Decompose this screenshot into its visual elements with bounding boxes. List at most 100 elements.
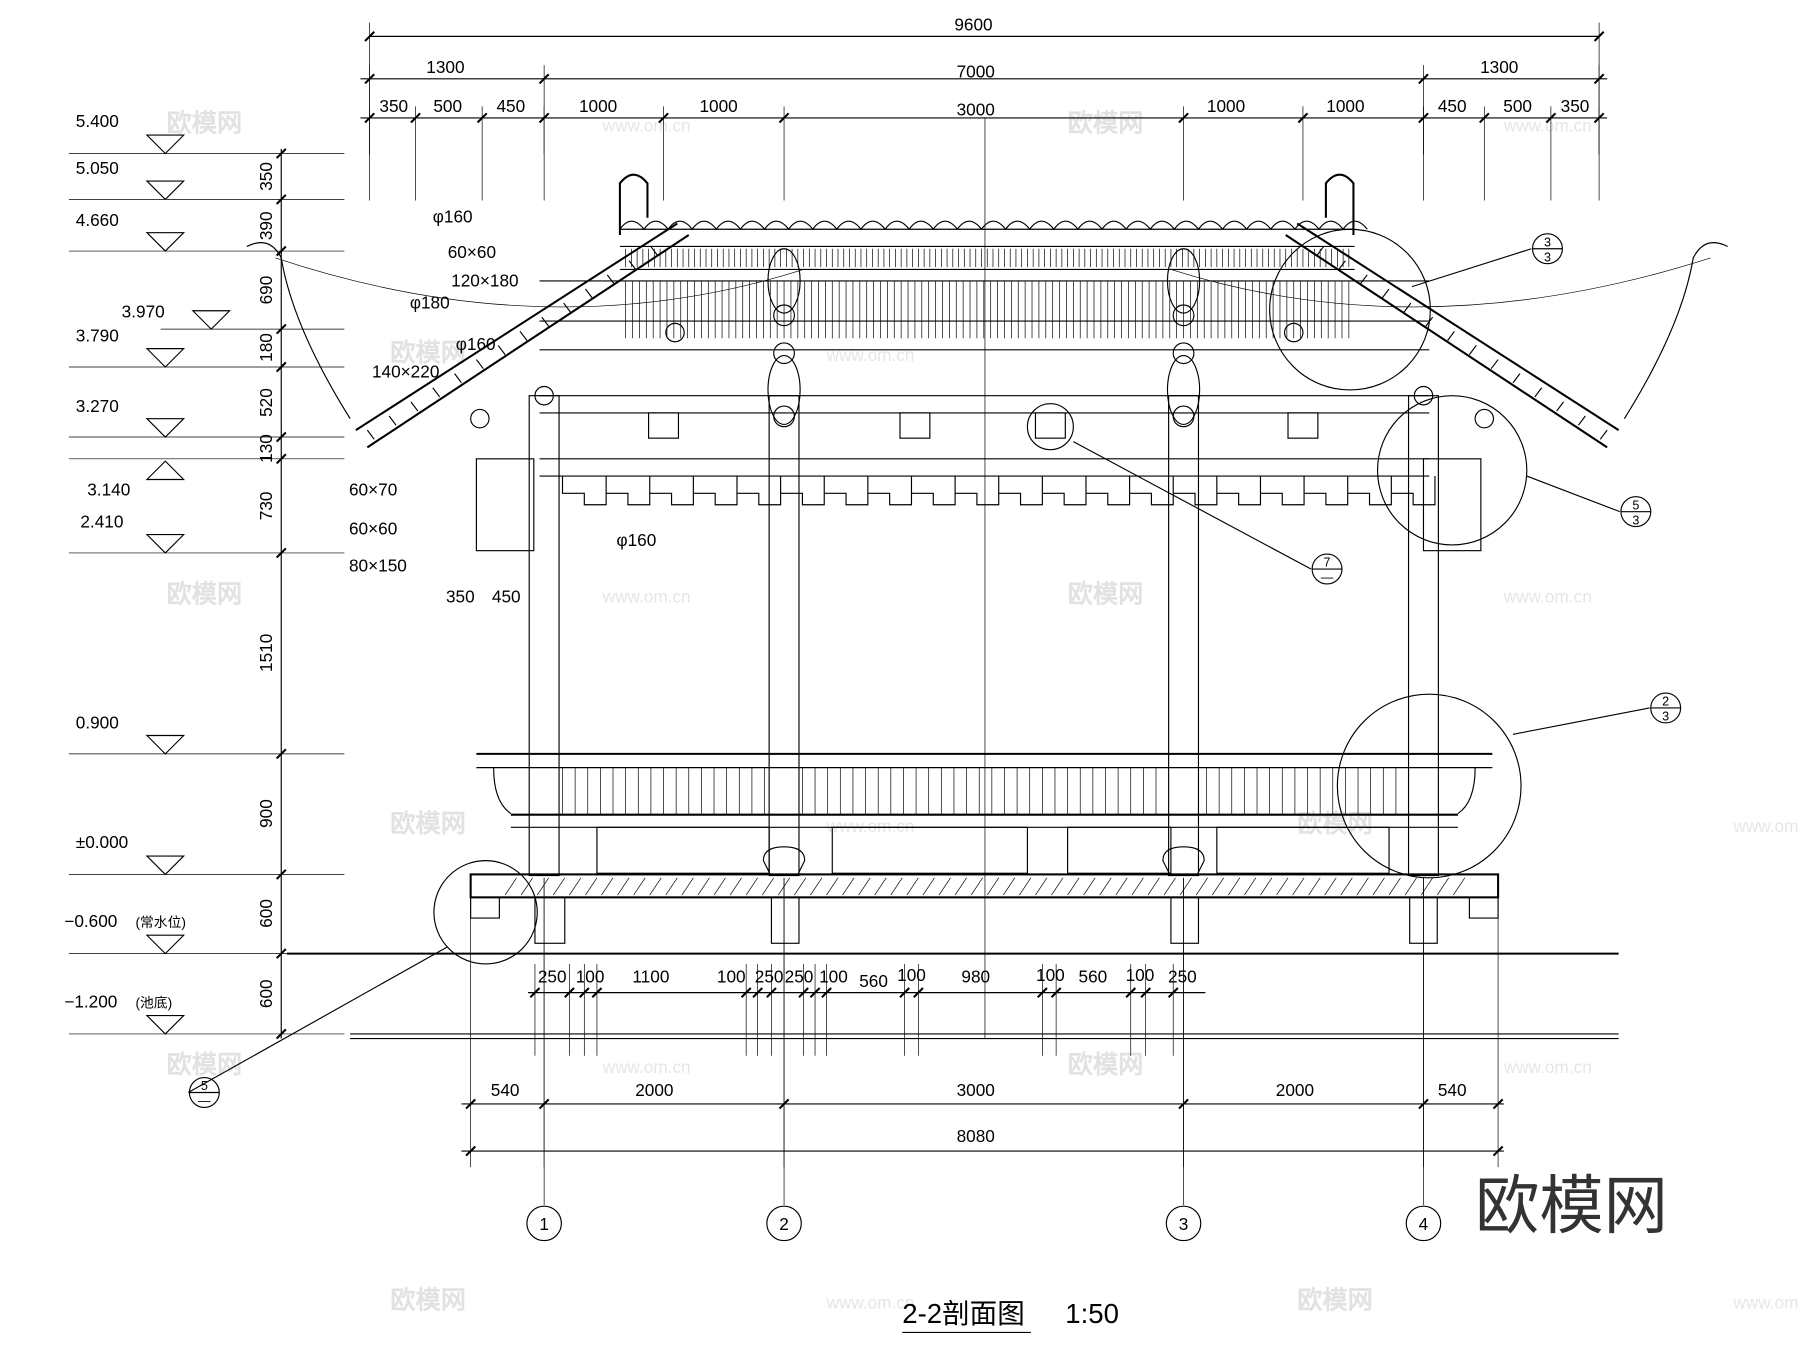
watermark-url: www.om.cn <box>602 1057 691 1077</box>
leader-line <box>1411 248 1532 288</box>
floor-slab <box>469 873 1500 899</box>
purlin-section <box>1283 322 1304 343</box>
dim-top: 1300 <box>1480 57 1518 77</box>
axis-bubble <box>1165 1205 1202 1242</box>
callout-sheet: 3 <box>1632 513 1639 527</box>
ridge <box>619 228 1355 270</box>
level-note: (常水位) <box>135 915 185 930</box>
level-label: 5.400 <box>76 111 119 131</box>
purlin-section <box>1172 405 1195 428</box>
watermark-text: 欧模网 <box>390 338 466 367</box>
member-label: 60×60 <box>448 242 496 262</box>
dim-bottom-overall: 8080 <box>957 1126 995 1146</box>
callout-number: 3 <box>1544 235 1551 249</box>
foundation-pier <box>1170 896 1200 944</box>
member-label: 350 <box>446 586 475 606</box>
dim-tick <box>1492 1145 1504 1157</box>
watermark-text: 欧模网 <box>1068 1050 1144 1079</box>
watermark-url: www.om.cn <box>1732 816 1800 836</box>
level-marker <box>145 348 186 368</box>
eave-corner-curve <box>246 242 1728 419</box>
member-label: 120×180 <box>451 271 518 291</box>
level-label: 2.410 <box>80 512 123 532</box>
dim-top: 500 <box>433 96 462 116</box>
level-marker <box>145 232 186 252</box>
dim-foundation: 100 <box>576 966 605 986</box>
dim-top: 7000 <box>957 62 995 82</box>
dim-top: 500 <box>1503 96 1532 116</box>
dim-top: 450 <box>1438 96 1467 116</box>
axis-label: 1 <box>539 1214 549 1234</box>
level-label: 3.270 <box>76 396 119 416</box>
dim-foundation: 250 <box>755 966 784 986</box>
vertical-dim: 690 <box>256 276 276 305</box>
purlin-section <box>534 385 554 406</box>
dim-bottom: 540 <box>491 1080 520 1100</box>
dim-top: 350 <box>1561 96 1590 116</box>
dim-top: 1300 <box>426 57 464 77</box>
axis-bubble <box>1405 1205 1442 1242</box>
dim-foundation: 560 <box>1079 966 1108 986</box>
level-marker <box>145 460 186 481</box>
dim-tick <box>275 547 287 559</box>
dim-foundation: 100 <box>1036 965 1065 985</box>
level-label: 0.900 <box>76 713 119 733</box>
lattice-frieze <box>561 476 1436 506</box>
level-label: ±0.000 <box>76 832 129 852</box>
watermark-text: 欧模网 <box>1297 809 1373 838</box>
axis-bubble <box>526 1205 562 1242</box>
vertical-dim: 600 <box>256 979 276 1008</box>
watermark-url: www.om.cn <box>1503 116 1592 136</box>
dim-foundation: 100 <box>819 966 848 986</box>
bracket-block <box>1166 248 1201 314</box>
eave-sweep <box>275 257 1711 308</box>
purlin-section <box>773 405 795 428</box>
column-base <box>1162 846 1205 875</box>
dim-foundation: 250 <box>785 966 814 986</box>
callout-sheet: 3 <box>1544 250 1551 264</box>
carved-bracket <box>475 458 535 552</box>
level-label: 3.970 <box>122 302 165 322</box>
watermark-text: 欧模网 <box>1068 579 1144 608</box>
drawing-scale: 1:50 <box>1065 1298 1119 1329</box>
watermark-url: www.om.cn <box>826 345 915 365</box>
level-marker <box>145 855 186 876</box>
railing-bracket <box>493 767 1476 815</box>
ridge-tiles <box>619 220 1368 230</box>
level-label: −1.200 <box>64 992 117 1012</box>
column <box>1168 395 1200 877</box>
level-marker <box>145 1015 186 1035</box>
level-marker <box>191 310 231 330</box>
dim-foundation: 560 <box>859 971 888 991</box>
dim-tick <box>275 148 287 159</box>
frieze-ornament <box>1287 412 1319 439</box>
slab-edge <box>470 896 1499 919</box>
vertical-dim: 350 <box>256 162 276 191</box>
detail-circle <box>1026 403 1074 451</box>
callout-number: 5 <box>201 1079 208 1093</box>
watermark-url: www.om.cn <box>826 816 915 836</box>
vertical-dim: 130 <box>256 434 276 463</box>
dim-foundation: 250 <box>538 966 567 986</box>
member-label: 450 <box>492 586 521 606</box>
purlin-section <box>470 408 490 429</box>
dim-tick <box>275 869 287 880</box>
vertical-dim: 900 <box>256 799 276 828</box>
callout-sheet: — <box>1321 571 1334 585</box>
leader-line <box>1526 475 1620 513</box>
dim-top: 3000 <box>957 100 995 120</box>
dimension-lines <box>68 22 1608 1168</box>
annotations: 9600 1300 7000 1300 350 500 450 1000 100… <box>64 15 1682 1334</box>
carved-bracket <box>1422 458 1482 552</box>
level-marker <box>145 134 186 155</box>
watermark-url: www.om.cn <box>826 1292 915 1312</box>
watermark-text: 欧模网 <box>390 1285 466 1314</box>
dim-tick <box>275 1028 287 1040</box>
level-marker <box>145 934 186 955</box>
lower-panel <box>831 826 1028 874</box>
roof-slope <box>355 222 1620 449</box>
column <box>768 395 800 877</box>
purlin-section <box>1172 304 1195 327</box>
